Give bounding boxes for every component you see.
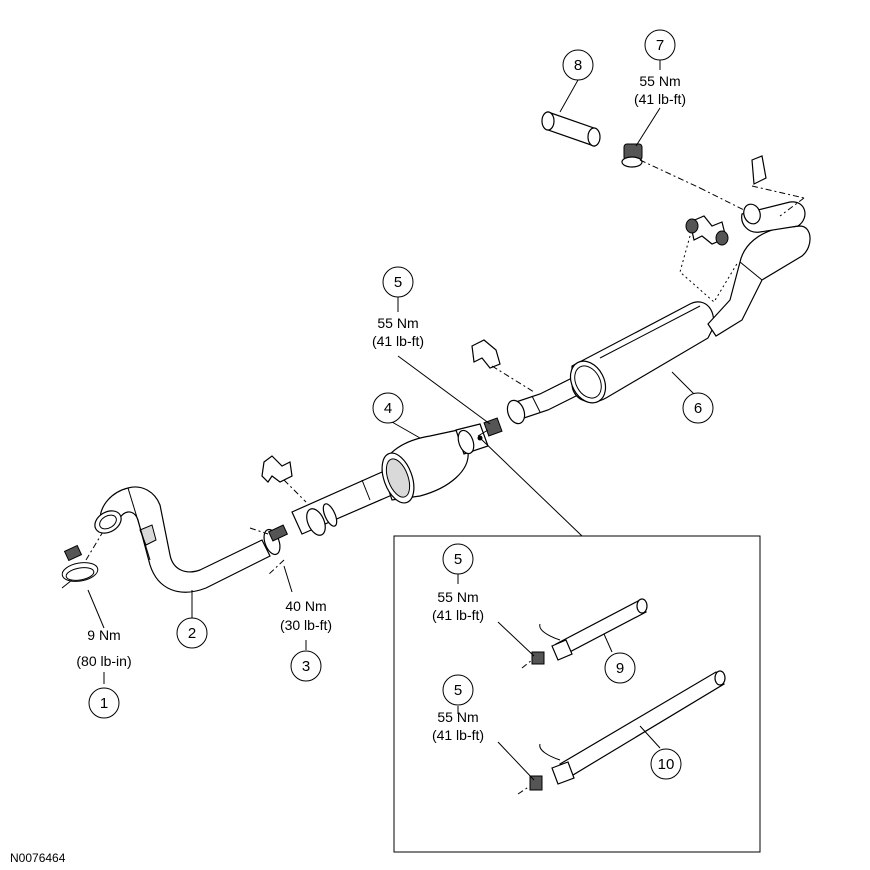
tail-clamp [621, 143, 643, 168]
callout-2: 2 [176, 617, 208, 649]
figure-id: N0076464 [10, 851, 66, 865]
torque-nm-5: 55 Nm [377, 315, 418, 331]
torque-nm-1: 9 Nm [87, 627, 120, 643]
callout-number-4: 4 [384, 400, 392, 417]
callout-5-main: 5 55 Nm (41 lb-ft) [372, 266, 424, 349]
callout-10: 10 [650, 748, 682, 780]
torque-imp-7: (41 lb-ft) [634, 91, 686, 107]
callout-number-5-inset-lower: 5 [454, 682, 462, 699]
callout-9: 9 [604, 652, 636, 684]
intermediate-pipe [291, 471, 393, 536]
torque-imp-5-inset-lower: (41 lb-ft) [432, 727, 484, 743]
front-pipe [94, 486, 271, 593]
muffler [569, 301, 715, 404]
flange-joint [249, 524, 289, 576]
callout-3: 40 Nm (30 lb-ft) 3 [280, 598, 332, 682]
pipe-9 [521, 598, 648, 669]
torque-imp-1: (80 lb-in) [76, 653, 131, 669]
callout-4: 4 [372, 392, 404, 424]
torque-imp-5-inset-upper: (41 lb-ft) [432, 607, 484, 623]
callout-7: 7 55 Nm (41 lb-ft) [634, 29, 686, 107]
callout-number-9: 9 [616, 660, 624, 677]
callout-number-7: 7 [656, 37, 664, 54]
callout-5-inset-lower: 5 55 Nm (41 lb-ft) [432, 674, 484, 743]
leader-lines [87, 60, 695, 684]
callout-number-10: 10 [658, 756, 675, 773]
torque-nm-3: 40 Nm [285, 598, 326, 614]
callout-1: 9 Nm (80 lb-in) 1 [76, 627, 132, 719]
mid-hanger [471, 339, 535, 393]
callout-6: 6 [682, 392, 714, 424]
callout-8: 8 [562, 49, 594, 81]
catalytic-converter [381, 423, 489, 504]
callout-5-inset-upper: 5 55 Nm (41 lb-ft) [432, 543, 484, 623]
callout-number-3: 3 [302, 658, 310, 675]
callout-number-6: 6 [694, 400, 702, 417]
torque-nm-5-inset-lower: 55 Nm [437, 709, 478, 725]
front-clamp [61, 544, 99, 589]
callout-number-5: 5 [394, 274, 402, 291]
muffler-inlet-pipe [506, 377, 581, 425]
torque-nm-5-inset-upper: 55 Nm [437, 589, 478, 605]
tailpipe [707, 201, 811, 337]
front-hanger [261, 455, 307, 503]
torque-imp-3: (30 lb-ft) [280, 617, 332, 633]
torque-nm-7: 55 Nm [639, 73, 680, 89]
exhaust-assembly [61, 111, 811, 593]
callout-number-2: 2 [188, 625, 196, 642]
callout-number-8: 8 [574, 57, 582, 74]
torque-imp-5: (41 lb-ft) [372, 333, 424, 349]
rear-hanger [679, 155, 805, 303]
tail-extension [541, 111, 601, 147]
callout-number-5-inset-upper: 5 [454, 551, 462, 568]
callout-number-1: 1 [100, 695, 108, 712]
